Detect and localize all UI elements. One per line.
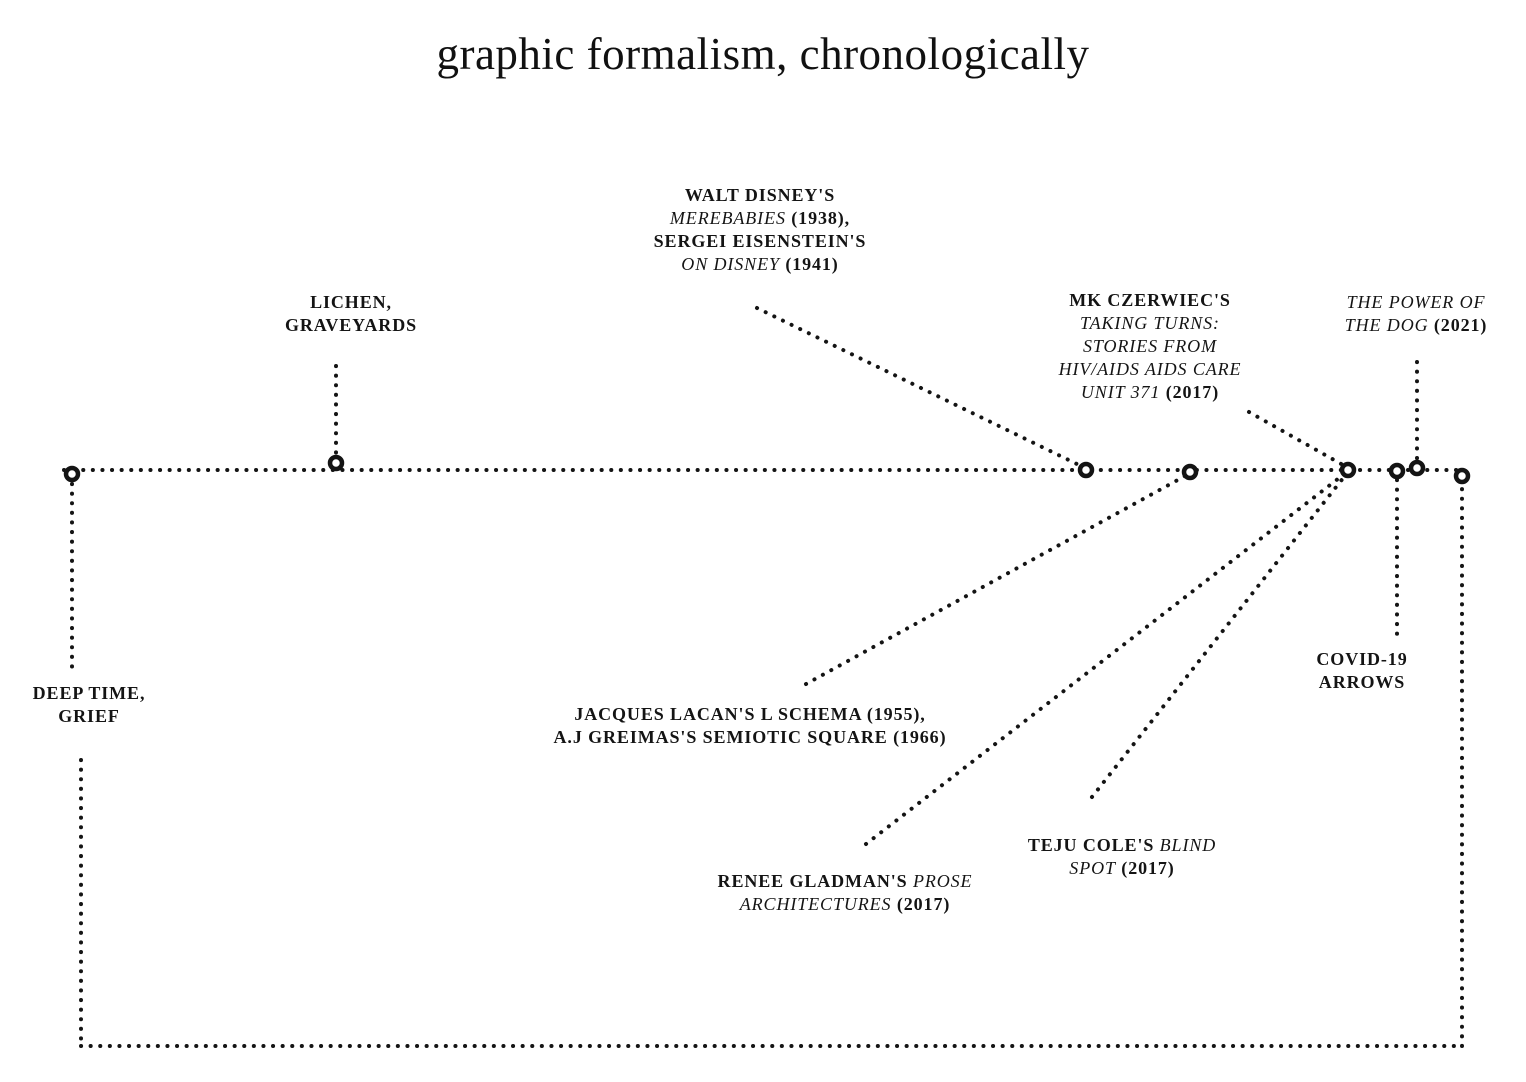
node-lacan-greimas <box>1181 463 1199 481</box>
text-segment: (2017) <box>1160 382 1220 403</box>
label-line: COVID-19 <box>1316 649 1408 669</box>
teju-connector <box>1090 475 1346 799</box>
node-power-of-the-dog <box>1408 459 1426 477</box>
label-line: ON DISNEY (1941) <box>654 253 867 276</box>
text-segment: (2017) <box>1115 858 1175 879</box>
label-covid-arrows: COVID-19 ARROWS <box>1316 648 1407 694</box>
czerwiec-connector <box>1247 410 1345 467</box>
text-segment: SPOT <box>1069 858 1116 879</box>
label-mk-czerwiec: MK CZERWIEC'S TAKING TURNS: STORIES FROM… <box>1059 289 1242 404</box>
node-lichen <box>327 454 345 472</box>
label-disney-eisenstein: WALT DISNEY'S MEREBABIES (1938), SERGEI … <box>654 184 867 276</box>
page-title: graphic formalism, chronologically <box>436 29 1090 79</box>
label-line: MEREBABIES (1938), <box>654 207 867 230</box>
text-segment: (2017) <box>891 894 951 915</box>
label-line: LICHEN, <box>310 292 392 312</box>
label-line: RENEE GLADMAN'S PROSE <box>718 870 973 893</box>
label-line: A.J GREIMAS'S SEMIOTIC SQUARE (1966) <box>553 727 947 748</box>
label-line: SPOT (2017) <box>1028 857 1216 880</box>
text-segment: UNIT 371 <box>1080 382 1161 403</box>
text-segment: ON DISNEY <box>681 254 780 275</box>
label-line: HIV/AIDS AIDS CARE <box>1058 359 1242 380</box>
label-lacan-greimas: JACQUES LACAN'S L SCHEMA (1955), A.J GRE… <box>554 703 947 749</box>
label-line: TAKING TURNS: <box>1080 313 1220 334</box>
label-line: DEEP TIME, <box>32 683 146 703</box>
text-segment: SERGEI EISENSTEIN'S <box>653 231 867 252</box>
text-segment: (2021) <box>1428 315 1488 336</box>
text-segment: TEJU COLE'S <box>1027 835 1155 855</box>
label-line: WALT DISNEY'S <box>654 184 867 207</box>
label-teju-cole: TEJU COLE'S BLIND SPOT (2017) <box>1028 834 1216 880</box>
label-line: ARROWS <box>1318 672 1406 693</box>
disney-connector <box>755 306 1083 468</box>
text-segment: ARCHITECTURES <box>739 894 892 915</box>
node-covid-arrows <box>1388 462 1406 480</box>
node-czerwiec-cole-gladman <box>1339 461 1357 479</box>
label-line: SERGEI EISENSTEIN'S <box>654 230 867 253</box>
label-line: THE POWER OF <box>1346 292 1486 312</box>
text-segment: THE DOG <box>1344 315 1429 336</box>
label-line: GRAVEYARDS <box>284 315 418 336</box>
text-segment: PROSE <box>907 871 973 891</box>
gladman-connector <box>864 473 1345 846</box>
label-line: STORIES FROM <box>1083 336 1217 357</box>
node-deep-time-return <box>1453 467 1471 485</box>
node-deep-time <box>63 465 81 483</box>
label-lichen-graveyards: LICHEN, GRAVEYARDS <box>285 291 417 337</box>
text-segment: RENEE GLADMAN'S <box>717 871 908 891</box>
label-renee-gladman: RENEE GLADMAN'S PROSE ARCHITECTURES (201… <box>718 870 973 916</box>
label-line: TEJU COLE'S BLIND <box>1028 834 1216 857</box>
label-line: ARCHITECTURES (2017) <box>718 893 973 916</box>
label-line: GRIEF <box>58 706 120 727</box>
text-segment: MK CZERWIEC'S <box>1069 290 1231 310</box>
label-deep-time-grief: DEEP TIME, GRIEF <box>33 682 146 728</box>
label-line: THE DOG (2021) <box>1345 314 1488 337</box>
lacan-connector <box>804 474 1187 686</box>
label-line: JACQUES LACAN'S L SCHEMA (1955), <box>574 704 926 724</box>
text-segment: (1941) <box>779 254 839 275</box>
label-line: UNIT 371 (2017) <box>1059 381 1242 404</box>
label-line: MK CZERWIEC'S <box>1059 289 1242 312</box>
text-segment: MEREBABIES <box>669 208 786 229</box>
text-segment: BLIND <box>1154 835 1217 855</box>
text-segment: WALT DISNEY'S <box>684 185 836 205</box>
label-power-of-the-dog: THE POWER OF THE DOG (2021) <box>1345 291 1488 337</box>
node-disney-eisenstein <box>1077 461 1095 479</box>
text-segment: (1938), <box>785 208 851 229</box>
